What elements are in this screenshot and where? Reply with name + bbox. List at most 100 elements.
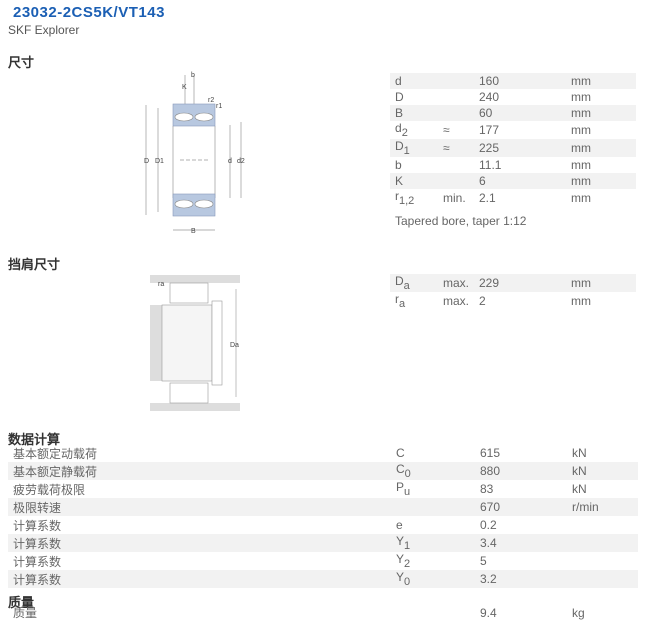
value: 6 <box>474 173 566 189</box>
qualifier <box>438 173 474 189</box>
qualifier-text: ≈ <box>443 141 450 155</box>
symbol-subscript: u <box>404 486 411 498</box>
label-text: 计算系数 <box>13 536 62 551</box>
unit-text: mm <box>571 106 591 120</box>
product-title: 23032-2CS5K/VT143 <box>13 4 165 21</box>
symbol-text: D <box>395 90 404 104</box>
unit-text: kN <box>572 482 587 496</box>
qualifier <box>438 89 474 105</box>
symbol-text: C <box>396 446 405 460</box>
value: 5 <box>475 552 567 570</box>
unit-text: mm <box>571 191 591 205</box>
symbol-text: D <box>395 274 404 288</box>
qualifier <box>438 73 474 89</box>
qualifier <box>438 105 474 121</box>
unit: mm <box>566 105 636 121</box>
unit: mm <box>566 274 636 292</box>
qualifier-text: max. <box>443 276 470 290</box>
symbol-text: r <box>395 292 399 306</box>
label-D1: D1 <box>155 158 164 165</box>
value-text: 9.4 <box>480 605 497 620</box>
qualifier: min. <box>438 189 474 207</box>
value: 0.2 <box>475 516 567 534</box>
symbol-text: Y <box>396 534 405 548</box>
value-text: 60 <box>479 106 493 120</box>
label: 计算系数 <box>8 570 391 588</box>
symbol: Pu <box>391 480 475 498</box>
label-text: 基本额定静载荷 <box>13 464 98 479</box>
label-d: d <box>228 158 232 165</box>
label-text: 极限转速 <box>13 500 62 515</box>
unit: mm <box>566 173 636 189</box>
value: 229 <box>474 274 566 292</box>
abutment-heading: 挡肩尺寸 <box>8 257 61 272</box>
label: 极限转速 <box>8 498 391 516</box>
label-text: 基本额定动载荷 <box>13 446 98 461</box>
symbol: b <box>390 157 438 173</box>
value: 225 <box>474 139 566 157</box>
value: 2.1 <box>474 189 566 207</box>
calc-heading: 数据计算 <box>8 432 61 447</box>
symbol-subscript: 2 <box>401 127 408 139</box>
value-text: 0.2 <box>480 518 497 532</box>
unit <box>567 570 638 588</box>
symbol: Y2 <box>391 552 475 570</box>
symbol: K <box>390 173 438 189</box>
unit-text: mm <box>571 276 591 290</box>
label-text: 计算系数 <box>13 518 62 533</box>
value: 177 <box>474 121 566 139</box>
unit: kN <box>567 462 638 480</box>
label-r1: r1 <box>216 103 222 110</box>
symbol-subscript: a <box>403 280 410 292</box>
qualifier-text: ≈ <box>443 123 450 137</box>
symbol: ra <box>390 292 438 310</box>
label-B: B <box>191 228 196 235</box>
bearing-dimension-drawing: b K r2 r1 D D1 d d2 B <box>144 72 245 235</box>
symbol-text: B <box>395 106 404 120</box>
label-K: K <box>182 84 187 91</box>
label-b: b <box>191 72 195 79</box>
symbol-subscript: 0 <box>404 576 411 588</box>
value-text: 83 <box>480 482 494 496</box>
unit: mm <box>566 139 636 157</box>
value-text: 670 <box>480 500 501 514</box>
value-text: 2 <box>479 294 486 308</box>
table-row: B 60 mm <box>390 105 636 121</box>
unit-text: mm <box>571 90 591 104</box>
symbol: D1 <box>390 139 438 157</box>
qualifier: ≈ <box>438 139 474 157</box>
value-text: 2.1 <box>479 191 496 205</box>
symbol-text: d <box>395 74 402 88</box>
unit: kg <box>567 604 638 621</box>
value: 60 <box>474 105 566 121</box>
mass-heading: 质量 <box>8 595 35 610</box>
symbol: Y1 <box>391 534 475 552</box>
dimensions-heading: 尺寸 <box>8 55 35 70</box>
unit: mm <box>566 73 636 89</box>
symbol: r1,2 <box>390 189 438 207</box>
label-D: D <box>144 158 149 165</box>
qualifier-text: max. <box>443 294 470 308</box>
qualifier: max. <box>438 292 474 310</box>
label-r2: r2 <box>208 97 214 104</box>
unit-text: mm <box>571 123 591 137</box>
value: 83 <box>475 480 567 498</box>
unit-text: mm <box>571 158 591 172</box>
value-text: 615 <box>480 446 501 460</box>
unit: mm <box>566 292 636 310</box>
abutment-drawing: ra Da <box>150 275 240 411</box>
value-text: 3.4 <box>480 536 497 550</box>
product-subtitle: SKF Explorer <box>8 23 80 37</box>
value-text: 3.2 <box>480 572 497 586</box>
unit-text: mm <box>571 74 591 88</box>
